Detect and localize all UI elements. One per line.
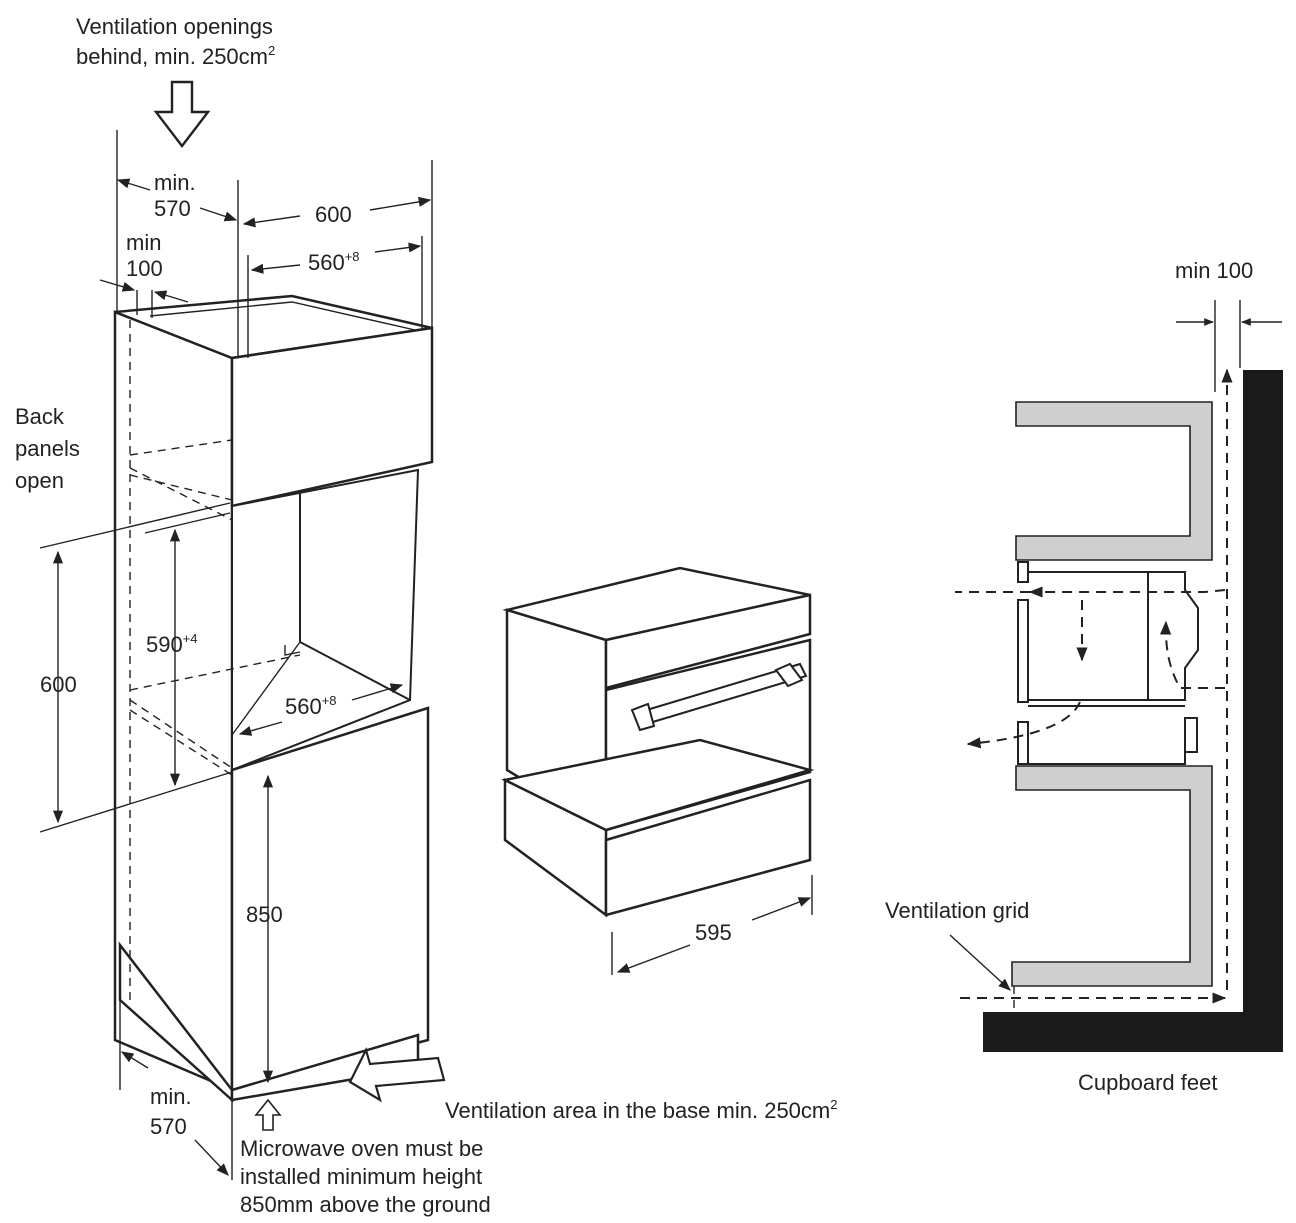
oven-control-panel [604,593,812,690]
install-label-1: Microwave oven must be [240,1136,483,1161]
install-label-3: 850mm above the ground [240,1192,491,1217]
cupboard-feet-label: Cupboard feet [1078,1070,1217,1095]
vent-top-label-1: Ventilation openings [76,14,273,39]
dim600-side-label: 600 [40,672,77,697]
cabinet-lower-front [230,706,430,1094]
built-in-oven [501,566,815,918]
back-panels-label-2: panels [15,436,80,461]
min570-bottom-label-b: 570 [150,1114,187,1139]
dim600-top-label: 600 [315,202,352,227]
dim560-top-label: 560+8 [308,249,360,275]
lower-cabinet-section [1011,765,1213,987]
back-panels-label-3: open [15,468,64,493]
cross-section [949,300,1283,1052]
min570-top-label-b: 570 [154,196,191,221]
dim590-label: 590+4 [146,631,198,657]
oven-drawer [604,778,812,917]
vent-top-label-2: behind, min. 250cm2 [76,43,275,69]
dim595-label: 595 [695,920,732,945]
min100-label-a: min [126,230,161,255]
ventilation-grid-label: Ventilation grid [885,898,1029,923]
vent-top-arrow-icon [153,80,211,148]
back-panels-label-1: Back [15,404,65,429]
install-height-arrow-icon [254,1098,282,1131]
dim560-inner-label: 560+8 [285,693,337,719]
floor [983,1012,1283,1052]
min100-label-b: 100 [126,256,163,281]
right-min100-label: min 100 [1175,258,1253,283]
min570-bottom-label-a: min. [150,1084,192,1109]
upper-cabinet-section [1015,401,1213,561]
vent-base-arrow-icon [348,1046,446,1103]
dim850-label: 850 [246,902,283,927]
wall [1243,370,1283,1052]
min570-top-label-a: min. [154,170,196,195]
tall-cabinet [113,294,434,1103]
vent-base-label: Ventilation area in the base min. 250cm2 [445,1097,837,1123]
cabinet-upper-front [230,326,434,508]
install-label-2: installed minimum height [240,1164,482,1189]
